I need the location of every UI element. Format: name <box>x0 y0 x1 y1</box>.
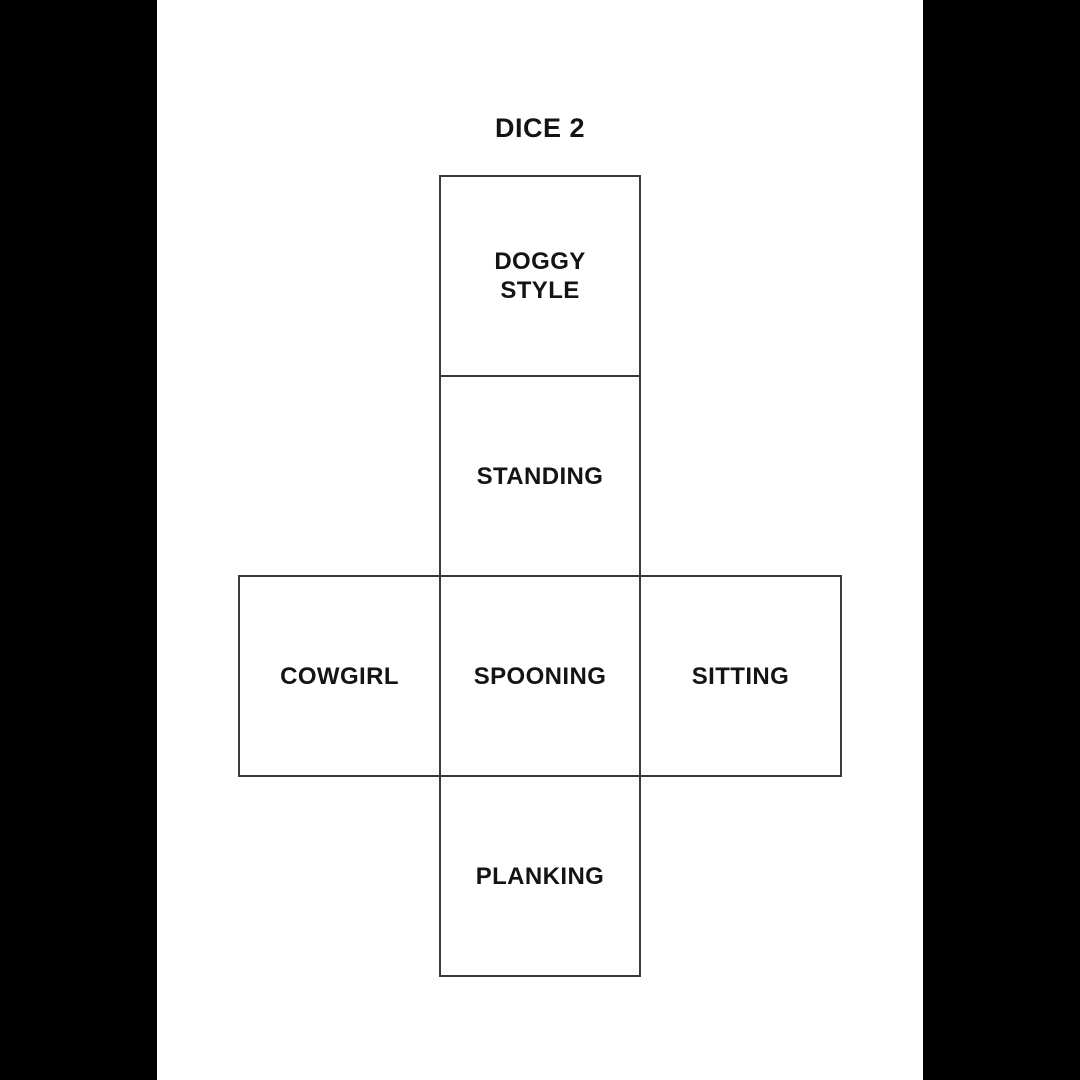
net-cell-label: PLANKING <box>475 862 605 890</box>
net-cell-label: STYLE <box>500 277 580 304</box>
net-cell-spooning: SPOONING <box>439 575 641 777</box>
net-cell-label: SITTING <box>691 662 790 690</box>
net-cell-label: DOGGY <box>494 248 586 275</box>
letterbox-left <box>0 0 157 1080</box>
net-cell-sitting: SITTING <box>639 575 842 777</box>
net-cell-label: STANDING <box>476 462 604 490</box>
net-cell-doggy-style: DOGGY STYLE <box>439 175 641 377</box>
net-cell-standing: STANDING <box>439 375 641 577</box>
net-cell-cowgirl: COWGIRL <box>238 575 441 777</box>
net-cell-label: COWGIRL <box>280 662 399 690</box>
net-cell-label: SPOONING <box>473 662 607 690</box>
page-title: DICE 2 <box>494 113 586 143</box>
letterbox-right <box>923 0 1080 1080</box>
net-cell-planking: PLANKING <box>439 775 641 977</box>
